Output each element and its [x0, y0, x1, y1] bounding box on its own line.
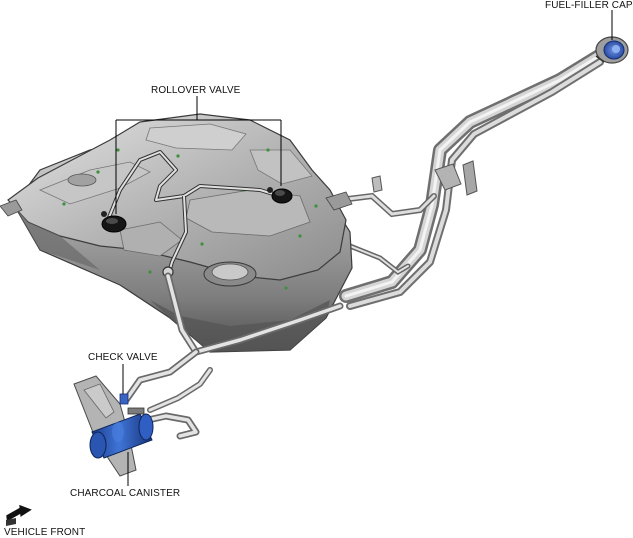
rollover-valve-left — [101, 211, 127, 233]
fuel-filler-cap — [595, 36, 629, 64]
check-valve — [119, 393, 129, 405]
charcoal-canister — [89, 407, 154, 459]
leader-lines — [115, 10, 613, 486]
rollover-valve-right — [267, 187, 293, 204]
check-valve-label: CHECK VALVE — [88, 352, 158, 363]
vehicle-front-label: VEHICLE FRONT — [4, 527, 86, 538]
charcoal-canister-label: CHARCOAL CANISTER — [70, 488, 181, 499]
filler-pipe — [337, 41, 619, 310]
fuel-filler-cap-label: FUEL-FILLER CAP — [545, 0, 633, 11]
rollover-valve-label: ROLLOVER VALVE — [151, 85, 241, 96]
evap-pipes — [122, 272, 344, 440]
arrow-icon — [6, 504, 32, 526]
